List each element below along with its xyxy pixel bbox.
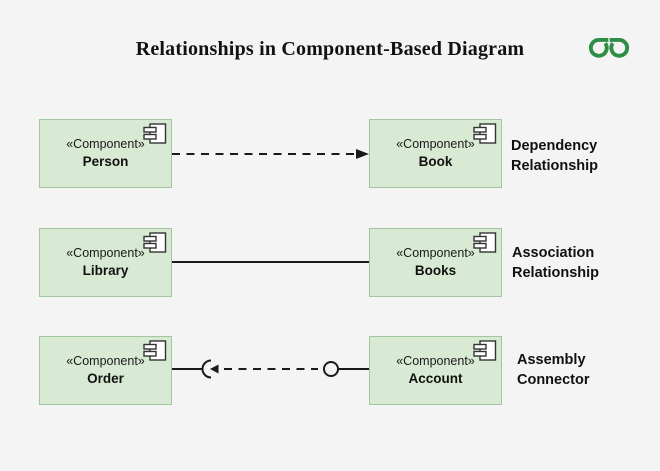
component-stereotype: «Component» — [396, 137, 475, 151]
component-stereotype: «Component» — [396, 246, 475, 260]
relationship-label-dependency: Dependency Relationship — [511, 138, 599, 174]
geeksforgeeks-logo — [588, 37, 630, 58]
component-icon — [473, 340, 497, 361]
component-icon — [473, 123, 497, 144]
component-name: Book — [418, 154, 453, 169]
component-box-library: «Component» Library — [39, 228, 172, 297]
component-icon — [143, 123, 167, 144]
relationship-label-assembly: Assembly Connector — [517, 352, 590, 388]
arrowhead-icon — [210, 364, 219, 374]
component-name: Person — [82, 154, 129, 169]
component-icon — [143, 232, 167, 253]
component-icon — [143, 340, 167, 361]
relationship-label-association: Association Relationship — [512, 245, 600, 281]
arrowhead-icon — [356, 149, 369, 159]
component-stereotype: «Component» — [66, 354, 145, 368]
assembly-connector — [172, 359, 369, 379]
page-title: Relationships in Component-Based Diagram — [135, 38, 525, 60]
component-stereotype: «Component» — [396, 354, 475, 368]
component-box-books: «Component» Books — [369, 228, 502, 297]
component-box-person: «Component» Person — [39, 119, 172, 188]
component-name: Account — [408, 371, 463, 386]
component-box-order: «Component» Order — [39, 336, 172, 405]
association-connector — [172, 261, 369, 263]
component-name: Order — [87, 371, 124, 386]
component-box-account: «Component» Account — [369, 336, 502, 405]
component-stereotype: «Component» — [66, 137, 145, 151]
socket-icon — [201, 359, 212, 379]
ball-icon — [323, 361, 339, 377]
component-name: Books — [414, 263, 457, 278]
component-icon — [473, 232, 497, 253]
component-name: Library — [82, 263, 129, 278]
component-box-book: «Component» Book — [369, 119, 502, 188]
component-stereotype: «Component» — [66, 246, 145, 260]
dependency-connector — [172, 149, 369, 159]
